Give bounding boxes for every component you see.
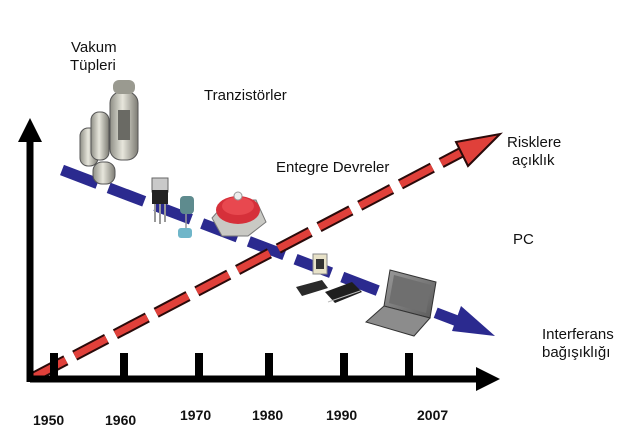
transistor-illustration: [151, 177, 169, 224]
risk-exposure-label: Risklere: [507, 134, 561, 151]
year-label: 1950: [33, 412, 64, 428]
thyristor-illustration: [211, 191, 267, 237]
year-label: 2007: [417, 407, 448, 423]
vacuum-tubes-label: Tüpleri: [70, 57, 116, 74]
integrated-circuits-label: Entegre Devreler: [276, 159, 389, 176]
year-label: 1990: [326, 407, 357, 423]
risk-exposure-label: açıklık: [512, 152, 555, 169]
year-tick: [265, 353, 273, 379]
transistors-label: Tranzistörler: [204, 87, 287, 104]
pc-label: PC: [513, 231, 534, 248]
year-tick: [50, 353, 58, 379]
laptop-illustration: [364, 269, 437, 337]
year-label: 1980: [252, 407, 283, 423]
interference-immunity-label: Interferans: [542, 326, 614, 343]
vacuum-tubes-label: Vakum: [71, 39, 117, 56]
year-ticks: [50, 353, 413, 379]
capacitor-illustration: [178, 196, 194, 238]
year-labels: 1950 1960 1970 1980 1990 2007: [33, 407, 448, 428]
year-tick: [195, 353, 203, 379]
interference-immunity-label: bağışıklığı: [542, 344, 610, 361]
risk-arrow: [31, 132, 503, 382]
year-label: 1970: [180, 407, 211, 423]
year-tick: [405, 353, 413, 379]
year-tick: [340, 353, 348, 379]
integrated-circuit-illustration: [296, 253, 362, 303]
year-label: 1960: [105, 412, 136, 428]
vacuum-tube-illustration: [79, 80, 139, 185]
year-tick: [120, 353, 128, 379]
